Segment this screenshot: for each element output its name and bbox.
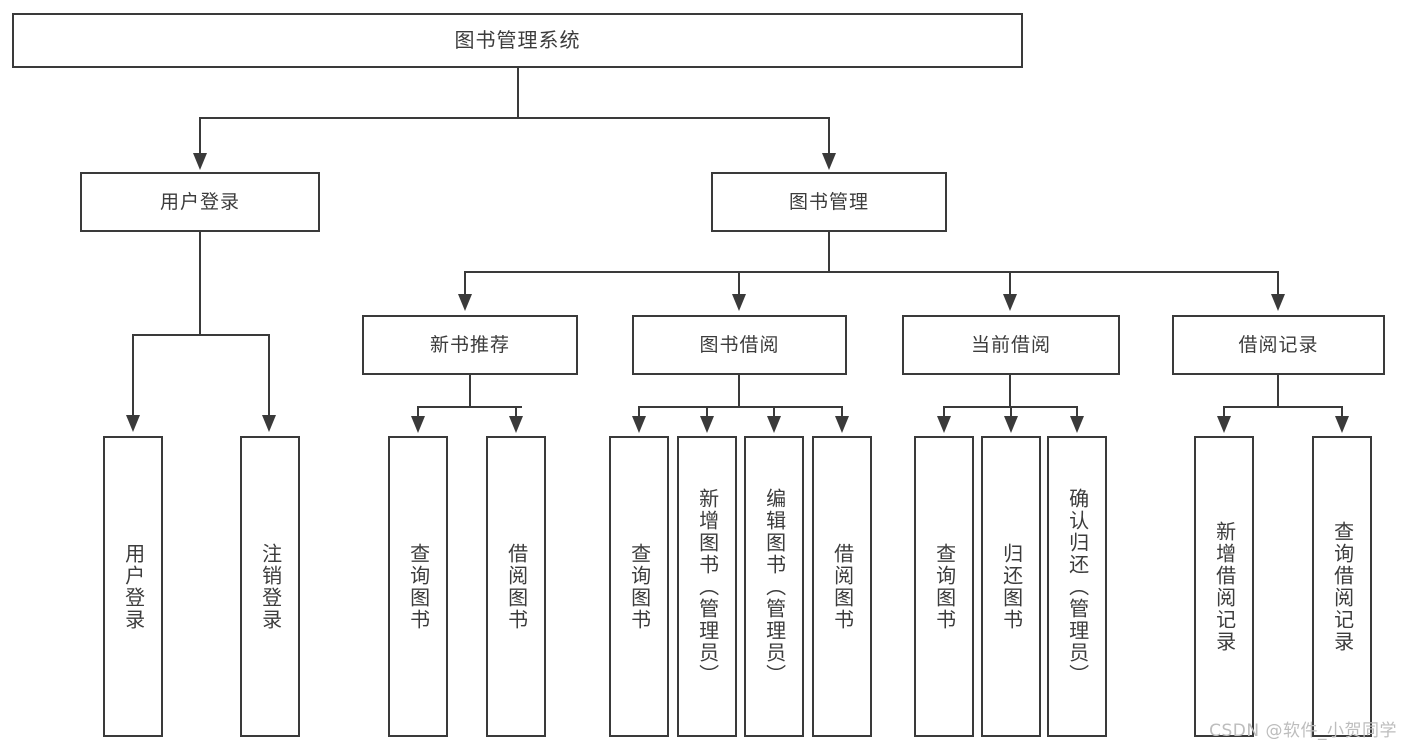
arrowhead-book-to-cat1: [458, 294, 472, 311]
leaf-user-login[interactable]: 用户登录: [103, 436, 163, 737]
connector-currentborrow-trunk: [1009, 375, 1012, 408]
node-label: 新书推荐: [429, 333, 510, 356]
leaf-borrowrecord-add-record[interactable]: 新增借阅记录: [1194, 436, 1254, 737]
connector-book-bar: [464, 271, 1278, 274]
arrowhead-user-to-leaf2: [262, 415, 276, 432]
connector-newbook-trunk: [469, 375, 472, 408]
node-label: 借阅图书: [504, 542, 529, 631]
arrowhead-borrowrecord-to-leaf2: [1335, 416, 1349, 433]
connector-root-to-user: [199, 117, 202, 155]
node-label: 确认归还（管理员）: [1065, 487, 1090, 686]
node-root-system[interactable]: 图书管理系统: [12, 13, 1023, 68]
connector-currentborrow-to-leaf3: [1076, 406, 1079, 418]
connector-borrowrecord-trunk: [1277, 375, 1280, 408]
connector-bookborrow-to-leaf4: [841, 406, 844, 418]
node-label: 归还图书: [999, 542, 1024, 631]
leaf-bookborrow-borrow-book[interactable]: 借阅图书: [812, 436, 872, 737]
arrowhead-bookborrow-to-leaf1: [632, 416, 646, 433]
leaf-bookborrow-add-book-admin[interactable]: 新增图书（管理员）: [677, 436, 737, 737]
node-label: 图书管理系统: [454, 27, 581, 52]
connector-newbook-to-leaf1: [417, 406, 420, 418]
arrowhead-bookborrow-to-leaf4: [835, 416, 849, 433]
arrowhead-currentborrow-to-leaf2: [1004, 416, 1018, 433]
leaf-bookborrow-query-book[interactable]: 查询图书: [609, 436, 669, 737]
arrowhead-bookborrow-to-leaf3: [767, 416, 781, 433]
node-label: 借阅图书: [830, 542, 855, 631]
node-label: 新增借阅记录: [1212, 520, 1237, 653]
node-label: 图书管理: [788, 190, 869, 213]
leaf-currentborrow-query-book[interactable]: 查询图书: [914, 436, 974, 737]
connector-bookborrow-trunk: [738, 375, 741, 408]
node-book-management[interactable]: 图书管理: [711, 172, 947, 232]
connector-currentborrow-to-leaf2: [1010, 406, 1013, 418]
arrowhead-bookborrow-to-leaf2: [700, 416, 714, 433]
arrowhead-root-to-book: [822, 153, 836, 170]
connector-user-to-leaf1: [132, 334, 135, 417]
node-label: 借阅记录: [1238, 333, 1319, 356]
node-label: 编辑图书（管理员）: [762, 487, 787, 686]
node-current-borrow[interactable]: 当前借阅: [902, 315, 1120, 375]
arrowhead-root-to-user: [193, 153, 207, 170]
arrowhead-user-to-leaf1: [126, 415, 140, 432]
node-label: 查询图书: [627, 542, 652, 631]
node-label: 查询图书: [932, 542, 957, 631]
connector-book-to-cat1: [464, 271, 467, 296]
node-label: 图书借阅: [699, 333, 780, 356]
watermark-text: CSDN @软件_小贺同学: [1209, 721, 1397, 741]
arrowhead-book-to-cat4: [1271, 294, 1285, 311]
connector-user-bar: [132, 334, 269, 337]
connector-newbook-to-leaf2: [515, 406, 518, 418]
connector-bookborrow-bar: [638, 406, 843, 409]
node-label: 注销登录: [258, 542, 283, 631]
leaf-bookborrow-edit-book-admin[interactable]: 编辑图书（管理员）: [744, 436, 804, 737]
node-label: 新增图书（管理员）: [695, 487, 720, 686]
node-label: 用户登录: [159, 190, 240, 213]
node-label: 当前借阅: [970, 333, 1051, 356]
connector-book-to-cat3: [1009, 271, 1012, 296]
leaf-user-logout[interactable]: 注销登录: [240, 436, 300, 737]
connector-book-trunk: [828, 232, 831, 273]
connector-user-trunk: [199, 232, 202, 335]
connector-borrowrecord-to-leaf2: [1341, 406, 1344, 418]
arrowhead-newbook-to-leaf1: [411, 416, 425, 433]
leaf-currentborrow-confirm-return-admin[interactable]: 确认归还（管理员）: [1047, 436, 1107, 737]
connector-root-bar: [199, 117, 830, 120]
connector-root-to-book: [828, 117, 831, 155]
connector-bookborrow-to-leaf2: [706, 406, 709, 418]
leaf-borrowrecord-query-record[interactable]: 查询借阅记录: [1312, 436, 1372, 737]
connector-root-trunk: [517, 68, 520, 118]
leaf-newbook-query-book[interactable]: 查询图书: [388, 436, 448, 737]
connector-book-to-cat2: [738, 271, 741, 296]
arrowhead-book-to-cat2: [732, 294, 746, 311]
node-borrow-record[interactable]: 借阅记录: [1172, 315, 1385, 375]
connector-newbook-bar: [417, 406, 522, 409]
connector-bookborrow-to-leaf3: [773, 406, 776, 418]
node-label: 查询图书: [406, 542, 431, 631]
arrowhead-book-to-cat3: [1003, 294, 1017, 311]
arrowhead-currentborrow-to-leaf1: [937, 416, 951, 433]
leaf-currentborrow-return-book[interactable]: 归还图书: [981, 436, 1041, 737]
node-user-login[interactable]: 用户登录: [80, 172, 320, 232]
node-new-book-recommend[interactable]: 新书推荐: [362, 315, 578, 375]
connector-borrowrecord-bar: [1223, 406, 1342, 409]
connector-bookborrow-to-leaf1: [638, 406, 641, 418]
node-book-borrow[interactable]: 图书借阅: [632, 315, 847, 375]
connector-user-to-leaf2: [268, 334, 271, 417]
node-label: 查询借阅记录: [1330, 520, 1355, 653]
node-label: 用户登录: [121, 542, 146, 631]
connector-book-to-cat4: [1277, 271, 1280, 296]
leaf-newbook-borrow-book[interactable]: 借阅图书: [486, 436, 546, 737]
connector-currentborrow-to-leaf1: [943, 406, 946, 418]
arrowhead-borrowrecord-to-leaf1: [1217, 416, 1231, 433]
arrowhead-newbook-to-leaf2: [509, 416, 523, 433]
connector-borrowrecord-to-leaf1: [1223, 406, 1226, 418]
arrowhead-currentborrow-to-leaf3: [1070, 416, 1084, 433]
